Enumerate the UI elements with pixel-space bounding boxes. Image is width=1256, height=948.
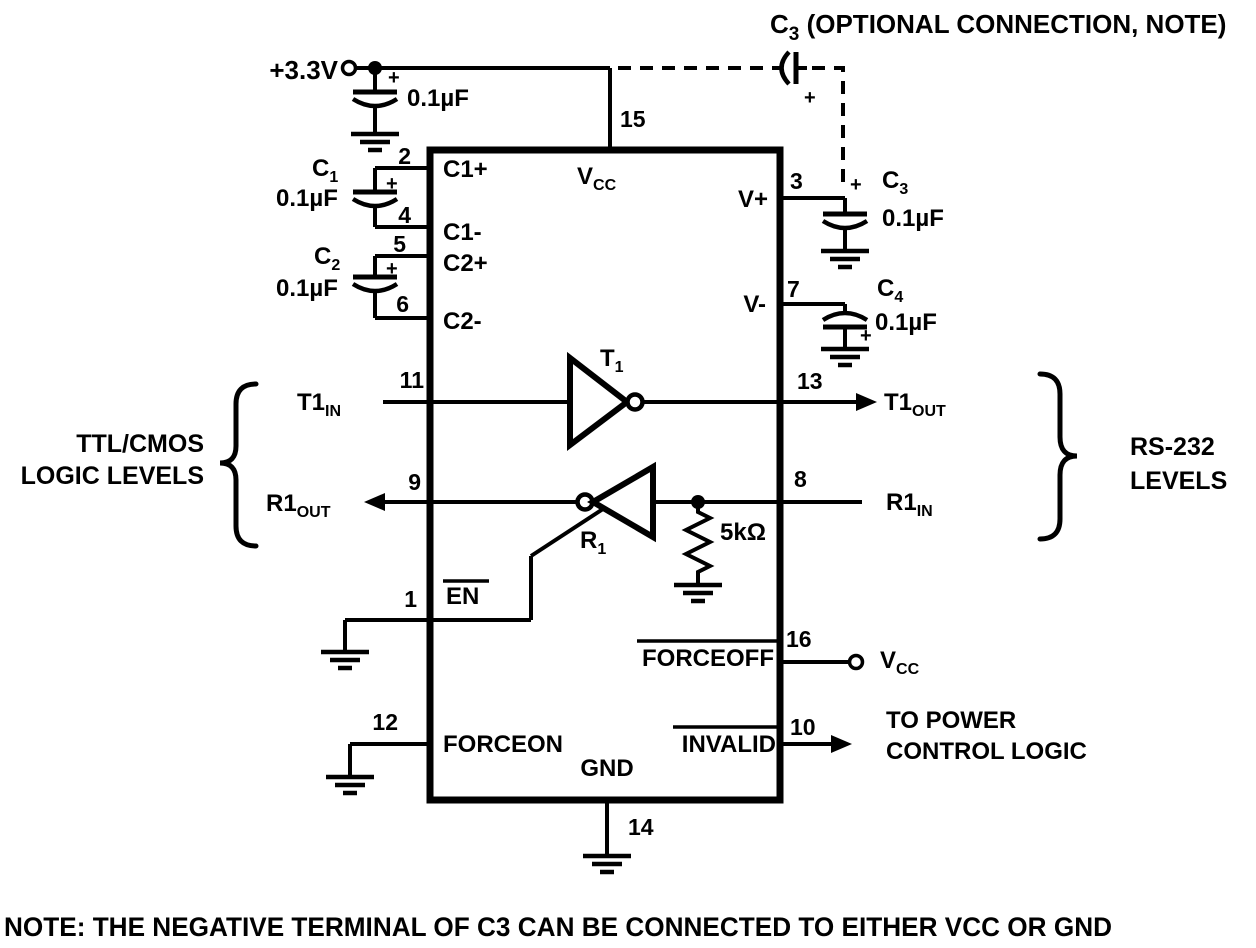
- bypass-cap-value: 0.1µF: [407, 85, 469, 112]
- resistor-value: 5kΩ: [720, 519, 766, 546]
- power-control-label-line2: CONTROL LOGIC: [886, 738, 1087, 765]
- r1-name: R1: [580, 527, 606, 558]
- footnote: NOTE: THE NEGATIVE TERMINAL OF C3 CAN BE…: [4, 912, 1112, 942]
- t1-name: T1: [600, 345, 624, 376]
- ic-body: [426, 146, 784, 804]
- ttl-cmos-label-line2: LOGIC LEVELS: [21, 462, 204, 490]
- c3-value: 0.1µF: [882, 205, 944, 232]
- r1in-label: R1IN: [886, 489, 933, 520]
- supply-voltage-label: +3.3V: [269, 55, 338, 85]
- c4-value: 0.1µF: [875, 309, 937, 336]
- ground-symbol: [821, 349, 869, 365]
- rs232-levels-annotation: RS-232 LEVELS: [1037, 371, 1227, 542]
- vplus-pin-label: V+: [738, 186, 768, 213]
- forceoff-pin-circuit: FORCEOFF 16 VCC: [637, 626, 920, 678]
- left-brace: [219, 381, 259, 549]
- forceon-pin-circuit: 12 FORCEON: [326, 709, 563, 793]
- ground-symbol: [821, 251, 869, 267]
- c2m-pin-label: C2-: [443, 308, 482, 335]
- r1out-arrowhead: [364, 493, 385, 511]
- optional-cap-curved-plate: [779, 50, 791, 86]
- c1-name: C1: [312, 155, 338, 186]
- supply-rail: +3.3V 15 + 0.1µF: [269, 55, 646, 150]
- vminus-c4-circuit: 7 + C4 0.1µF: [780, 275, 937, 365]
- pin-8-number: 8: [794, 466, 807, 492]
- vminus-pin-label: V-: [743, 291, 766, 318]
- ground-symbol: [321, 652, 369, 668]
- bypass-capacitor: + 0.1µF: [351, 67, 469, 150]
- gnd-pin-circuit: GND 14: [580, 755, 654, 872]
- optional-connection-heading: C3 (OPTIONAL CONNECTION, NOTE): [770, 9, 1226, 45]
- polarity-plus: +: [804, 87, 816, 109]
- forceoff-pin-label: FORCEOFF: [642, 645, 774, 672]
- t1out-arrowhead: [856, 393, 877, 411]
- polarity-plus: +: [386, 258, 398, 280]
- forceon-pin-label: FORCEON: [443, 731, 563, 758]
- t1-driver-channel: T1 11 13 T1IN T1OUT: [297, 345, 946, 452]
- pin-16-number: 16: [786, 626, 812, 652]
- invalid-pin-circuit: INVALID 10 TO POWER CONTROL LOGIC: [673, 707, 1087, 765]
- inverter-bubble: [625, 392, 645, 412]
- pin-1-number: 1: [404, 586, 417, 612]
- pin-2-number: 2: [398, 143, 411, 169]
- supply-terminal: [340, 59, 358, 77]
- pin-3-number: 3: [790, 168, 803, 194]
- c2-capacitor-circuit: 5 6 + C2 0.1µF: [276, 231, 430, 320]
- gnd-pin-label: GND: [580, 755, 633, 782]
- r1out-label: R1OUT: [266, 490, 331, 521]
- right-brace: [1037, 371, 1078, 542]
- pin-14-number: 14: [628, 814, 654, 840]
- pin-4-number: 4: [398, 202, 411, 228]
- ground-symbol: [351, 134, 399, 150]
- c3-name: C3: [882, 167, 908, 198]
- en-pin-circuit: 1 EN: [321, 579, 531, 668]
- c1p-pin-label: C1+: [443, 156, 488, 183]
- pin-15-number: 15: [620, 106, 646, 132]
- c2p-pin-label: C2+: [443, 250, 488, 277]
- 5k-resistor: [681, 502, 715, 583]
- c4-name: C4: [877, 275, 903, 306]
- en-pin-label: EN: [446, 583, 479, 610]
- pin-10-number: 10: [790, 714, 816, 740]
- logic-levels-annotation: TTL/CMOS LOGIC LEVELS: [21, 381, 259, 549]
- pin-9-number: 9: [408, 469, 421, 495]
- polarity-plus: +: [388, 67, 400, 89]
- forceoff-tie-label: VCC: [880, 647, 920, 678]
- enable-link: [529, 507, 605, 558]
- invalid-pin-label: INVALID: [682, 731, 776, 758]
- pin-13-number: 13: [797, 368, 823, 394]
- vcc-pin-label: VCC: [577, 163, 617, 194]
- optional-c3-connection: +: [618, 50, 845, 190]
- pin-12-number: 12: [372, 709, 398, 735]
- c1m-pin-label: C1-: [443, 219, 482, 246]
- t1out-label: T1OUT: [884, 389, 946, 420]
- ttl-cmos-label-line1: TTL/CMOS: [76, 430, 204, 458]
- rs232-label-line1: RS-232: [1130, 433, 1215, 461]
- vcc-tie-terminal: [847, 653, 865, 671]
- polarity-plus: +: [850, 174, 862, 196]
- junction-dot: [368, 61, 382, 75]
- rs232-label-line2: LEVELS: [1130, 467, 1227, 495]
- t1-driver-triangle: [567, 351, 632, 452]
- c2-value: 0.1µF: [276, 275, 338, 302]
- c2-name: C2: [314, 243, 340, 274]
- pin-7-number: 7: [787, 276, 800, 302]
- c1-value: 0.1µF: [276, 185, 338, 212]
- pin-11-number: 11: [400, 367, 425, 393]
- pin-5-number: 5: [393, 231, 406, 257]
- vplus-c3-circuit: 3 + C3 0.1µF: [780, 167, 944, 267]
- power-control-label-line1: TO POWER: [886, 707, 1016, 734]
- t1in-label: T1IN: [297, 389, 341, 420]
- ground-symbol: [326, 777, 374, 793]
- pin-6-number: 6: [396, 291, 409, 317]
- c1-capacitor-circuit: 2 4 + C1 0.1µF: [276, 143, 430, 229]
- ground-symbol: [583, 856, 631, 872]
- polarity-plus: +: [860, 325, 872, 347]
- invalid-arrowhead: [831, 735, 852, 753]
- r1-receiver-channel: 5kΩ R1 9 8 R1OUT R1IN: [266, 461, 933, 620]
- polarity-plus: +: [386, 173, 398, 195]
